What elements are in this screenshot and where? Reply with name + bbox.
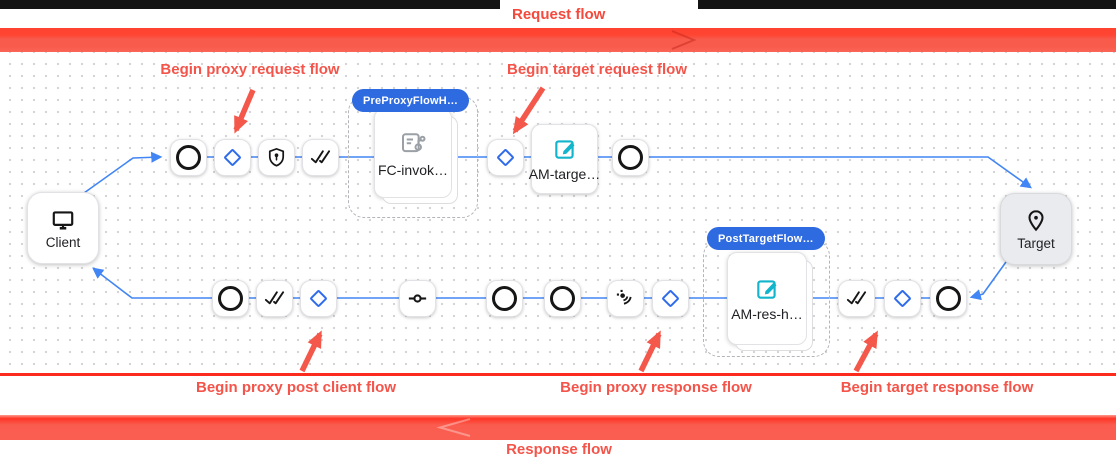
step-node[interactable]: [212, 280, 249, 317]
location-pin-icon: [1028, 209, 1044, 231]
edit-icon: [554, 140, 575, 159]
circle-step-icon: [618, 145, 643, 170]
request-flow-arrow-band: [0, 28, 1116, 52]
step-node-condition[interactable]: [652, 280, 689, 317]
flow-canvas[interactable]: [0, 52, 1116, 373]
policy-label: AM-targe…: [528, 166, 601, 182]
monitor-icon: [52, 210, 74, 230]
circle-step-icon: [550, 286, 575, 311]
policy-card-am-target[interactable]: AM-targe…: [528, 124, 601, 194]
request-flow-tooltip: Request flow: [500, 0, 698, 28]
step-node-switch[interactable]: [399, 280, 436, 317]
flow-callout-icon: [402, 133, 426, 153]
policy-card-fc-invoke[interactable]: FC-invok…: [374, 108, 452, 198]
double-check-icon: [846, 291, 867, 305]
policy-label: AM-res-h…: [731, 305, 803, 322]
shield-key-icon: [268, 148, 285, 167]
step-node[interactable]: [170, 139, 207, 176]
step-node-condition[interactable]: [300, 280, 337, 317]
annotation-begin-target-request: Begin target request flow: [506, 61, 688, 78]
request-band-arrowhead: [671, 30, 697, 50]
sensors-icon: [616, 289, 632, 305]
step-node[interactable]: [486, 280, 523, 317]
step-node-verify[interactable]: [256, 280, 293, 317]
step-node[interactable]: [544, 280, 581, 317]
step-node-security[interactable]: [258, 139, 295, 176]
step-node-analytics[interactable]: [607, 280, 644, 317]
circle-step-icon: [936, 286, 961, 311]
client-label: Client: [45, 234, 81, 250]
target-label: Target: [1017, 235, 1055, 251]
double-check-icon: [310, 150, 331, 164]
diamond-condition-icon: [309, 289, 328, 308]
diamond-condition-icon: [223, 148, 242, 167]
top-black-bar-left: [0, 0, 510, 9]
circle-step-icon: [492, 286, 517, 311]
request-flow-label: Request flow: [512, 5, 606, 23]
pre-proxy-flow-badge[interactable]: PreProxyFlowH…: [352, 89, 470, 112]
switch-step-icon: [408, 294, 427, 303]
step-node-condition[interactable]: [214, 139, 251, 176]
diamond-condition-icon: [661, 289, 680, 308]
step-node[interactable]: [930, 280, 967, 317]
post-target-flow-badge[interactable]: PostTargetFlow…: [707, 227, 825, 250]
target-node[interactable]: Target: [1000, 193, 1072, 265]
circle-step-icon: [218, 286, 243, 311]
client-node[interactable]: Client: [27, 192, 99, 264]
diamond-condition-icon: [893, 289, 912, 308]
annotation-begin-proxy-request: Begin proxy request flow: [160, 61, 340, 78]
response-flow-label: Response flow: [506, 441, 612, 458]
policy-label: FC-invok…: [377, 162, 448, 178]
top-black-bar-right: [695, 0, 1116, 9]
annotation-begin-target-response: Begin target response flow: [840, 379, 1034, 396]
step-node[interactable]: [612, 139, 649, 176]
step-node-verify[interactable]: [838, 280, 875, 317]
circle-step-icon: [176, 145, 201, 170]
diamond-condition-icon: [496, 148, 515, 167]
response-flow-divider: [0, 373, 1116, 376]
step-node-condition[interactable]: [487, 139, 524, 176]
annotation-begin-proxy-response: Begin proxy response flow: [560, 379, 752, 396]
response-band-arrowhead: [436, 418, 471, 437]
step-node-verify[interactable]: [302, 139, 339, 176]
annotation-begin-proxy-post-client: Begin proxy post client flow: [195, 379, 397, 396]
response-flow-arrow-band: [0, 415, 1116, 440]
step-node-condition[interactable]: [884, 280, 921, 317]
edit-icon: [757, 279, 777, 299]
double-check-icon: [264, 291, 285, 305]
policy-card-am-res[interactable]: AM-res-h…: [727, 252, 807, 345]
